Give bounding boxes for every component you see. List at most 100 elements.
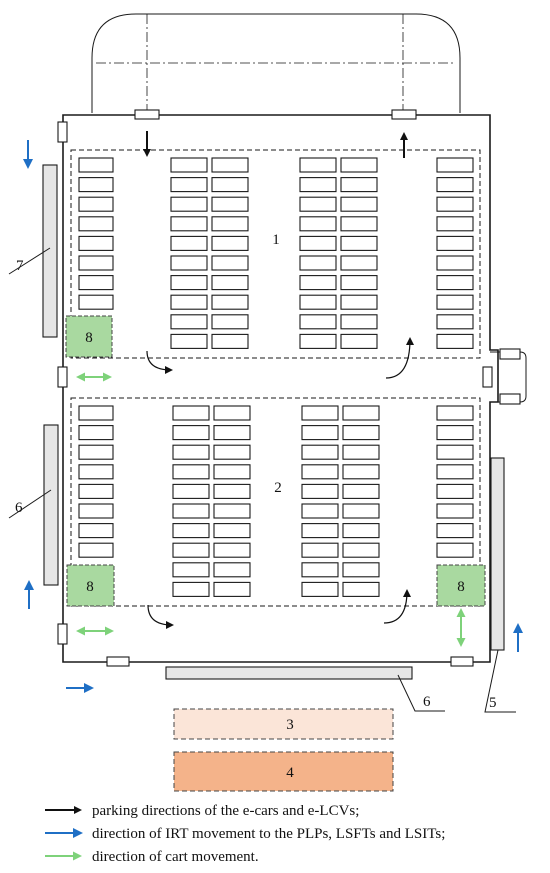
parking-bay-z1-c6-10 bbox=[436, 333, 474, 349]
parking-bay-z2-c5-4 bbox=[342, 464, 380, 480]
zone-4 bbox=[173, 751, 394, 792]
parking-bay-z2-c3-9 bbox=[213, 562, 251, 578]
parking-bay-z2-c5-10 bbox=[342, 581, 380, 597]
cart-arrows bbox=[76, 372, 466, 647]
parking-bay-z1-c5-6 bbox=[340, 255, 378, 271]
door-bottom-left bbox=[106, 656, 130, 667]
zone-8-bottom-left-label: 8 bbox=[86, 579, 94, 595]
parking-bay-z1-c4-7 bbox=[299, 275, 337, 291]
parking-bay-z2-c6-4 bbox=[436, 464, 474, 480]
parking-bay-z1-c5-9 bbox=[340, 314, 378, 330]
doors bbox=[57, 109, 521, 667]
parking-bay-z2-c6-1 bbox=[436, 405, 474, 421]
parking-arrow-turn-zone2-left bbox=[147, 604, 174, 629]
parking-arrow-turn-zone1-left bbox=[146, 350, 173, 374]
parking-bay-z1-c6-8 bbox=[436, 294, 474, 310]
parking-bay-z2-c6-2 bbox=[436, 425, 474, 441]
parking-bay-z1-c1-7 bbox=[78, 275, 114, 291]
parking-bay-z1-c2-4 bbox=[170, 216, 208, 232]
parking-bay-z2-c2-3 bbox=[172, 444, 210, 460]
parking-bay-z1-c3-2 bbox=[211, 177, 249, 193]
parking-bay-z1-c2-2 bbox=[170, 177, 208, 193]
parking-bay-z2-c6-5 bbox=[436, 483, 474, 499]
parking-bay-z1-c4-1 bbox=[299, 157, 337, 173]
parking-bay-z1-c3-3 bbox=[211, 196, 249, 212]
parking-arrow-turn-zone2-right bbox=[383, 589, 411, 624]
parking-bay-z2-c2-6 bbox=[172, 503, 210, 519]
parking-bay-z1-c3-6 bbox=[211, 255, 249, 271]
parking-bay-z1-c6-4 bbox=[436, 216, 474, 232]
parking-bay-z1-c3-4 bbox=[211, 216, 249, 232]
parking-bay-z1-c6-3 bbox=[436, 196, 474, 212]
parking-bay-z2-c3-5 bbox=[213, 483, 251, 499]
zone-7-label: 7 bbox=[16, 258, 24, 274]
parking-bay-z1-c1-6 bbox=[78, 255, 114, 271]
parking-bay-z2-c4-4 bbox=[301, 464, 339, 480]
legend-item-cart: direction of cart movement. bbox=[45, 849, 259, 865]
door-right-mid bbox=[482, 366, 493, 388]
parking-bay-z1-c3-9 bbox=[211, 314, 249, 330]
door-annex-bottom bbox=[499, 393, 521, 405]
parking-bay-z1-c4-6 bbox=[299, 255, 337, 271]
parking-bay-z2-c5-6 bbox=[342, 503, 380, 519]
parking-bay-z1-c6-6 bbox=[436, 255, 474, 271]
parking-bay-z1-c2-9 bbox=[170, 314, 208, 330]
zone-2-label: 2 bbox=[274, 480, 282, 496]
parking-bay-z1-c5-10 bbox=[340, 333, 378, 349]
panel-5 bbox=[490, 457, 505, 651]
parking-arrows bbox=[143, 131, 414, 629]
parking-bay-z1-c6-5 bbox=[436, 235, 474, 251]
leader-5 bbox=[484, 649, 516, 713]
parking-bay-z2-c4-8 bbox=[301, 542, 339, 558]
building-outline bbox=[62, 114, 499, 663]
zone-1-outline bbox=[70, 149, 481, 359]
zone-2-outline bbox=[70, 397, 481, 607]
zone-6-left-label: 6 bbox=[15, 500, 23, 516]
leader-6-bottom bbox=[397, 674, 445, 712]
panel-7 bbox=[42, 164, 58, 338]
parking-bay-z2-c4-5 bbox=[301, 483, 339, 499]
legend-irt-label: direction of IRT movement to the PLPs, L… bbox=[92, 826, 445, 842]
legend-item-parking: parking directions of the e-cars and e-L… bbox=[45, 803, 359, 819]
parking-bay-z1-c6-2 bbox=[436, 177, 474, 193]
door-left-2 bbox=[57, 366, 68, 388]
parking-bay-z2-c3-6 bbox=[213, 503, 251, 519]
parking-bay-z2-c5-5 bbox=[342, 483, 380, 499]
parking-bay-z1-c1-3 bbox=[78, 196, 114, 212]
parking-bay-z2-c3-3 bbox=[213, 444, 251, 460]
parking-bay-z2-c6-8 bbox=[436, 542, 474, 558]
door-annex-top bbox=[499, 348, 521, 360]
parking-bay-z2-c3-7 bbox=[213, 523, 251, 539]
parking-bay-z1-c6-1 bbox=[436, 157, 474, 173]
parking-bay-z1-c4-3 bbox=[299, 196, 337, 212]
zone-8-top-left-label: 8 bbox=[85, 330, 93, 346]
parking-bay-z1-c4-8 bbox=[299, 294, 337, 310]
parking-bay-z2-c1-5 bbox=[78, 483, 114, 499]
parking-bay-z1-c5-5 bbox=[340, 235, 378, 251]
parking-bay-z1-c3-8 bbox=[211, 294, 249, 310]
parking-bay-z1-c2-5 bbox=[170, 235, 208, 251]
zone-5-label: 5 bbox=[489, 695, 497, 711]
parking-bay-z2-c2-8 bbox=[172, 542, 210, 558]
right-annex bbox=[490, 351, 527, 403]
parking-bay-z1-c5-8 bbox=[340, 294, 378, 310]
legend: parking directions of the e-cars and e-L… bbox=[45, 803, 445, 865]
parking-bay-z1-c3-1 bbox=[211, 157, 249, 173]
entrance-canopy bbox=[91, 13, 461, 113]
panel-6-left bbox=[43, 424, 59, 586]
legend-item-irt: direction of IRT movement to the PLPs, L… bbox=[45, 826, 445, 842]
parking-bay-z2-c5-2 bbox=[342, 425, 380, 441]
parking-bay-z2-c1-4 bbox=[78, 464, 114, 480]
parking-bay-z2-c3-4 bbox=[213, 464, 251, 480]
cart-zone-bottom-right bbox=[436, 564, 486, 607]
cart-zone-top-left bbox=[65, 315, 113, 358]
parking-bay-z2-c4-3 bbox=[301, 444, 339, 460]
parking-bay-z1-c3-5 bbox=[211, 235, 249, 251]
parking-bay-z2-c2-1 bbox=[172, 405, 210, 421]
parking-bay-z1-c5-2 bbox=[340, 177, 378, 193]
door-top-left bbox=[134, 109, 160, 120]
door-left-3 bbox=[57, 623, 68, 645]
parking-bay-z2-c4-10 bbox=[301, 581, 339, 597]
parking-bay-z2-c4-6 bbox=[301, 503, 339, 519]
parking-bay-z2-c3-2 bbox=[213, 425, 251, 441]
